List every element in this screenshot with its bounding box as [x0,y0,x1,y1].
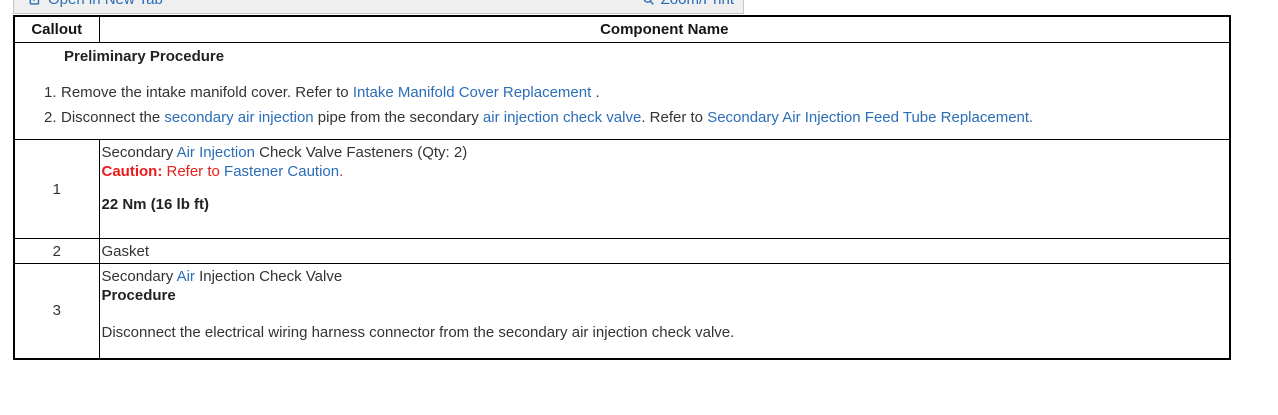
step-number: 2. [44,109,57,126]
torque-spec: 22 Nm (16 lb ft) [102,195,1227,214]
preliminary-procedure-row: Preliminary Procedure 1. Remove the inta… [13,42,1231,140]
inline-link[interactable]: air injection check valve [482,109,642,126]
open-in-new-tab-button[interactable]: Open in New Tab [28,0,163,8]
component-name-column-header: Component Name [98,15,1231,43]
component-title: Secondary Air Injection Check Valve Fast… [102,143,1227,162]
text-segment: . Refer to [641,109,708,126]
open-in-new-tab-label: Open in New Tab [48,0,163,8]
component-title: Secondary Air Injection Check Valve [102,267,1227,286]
inline-link[interactable]: secondary air injection [164,109,314,126]
callout-number: 3 [13,263,100,359]
text-segment: Refer to [162,163,225,180]
component-cell: Gasket [98,238,1231,264]
preliminary-procedure-title: Preliminary Procedure [64,48,225,65]
inline-link[interactable]: Intake Manifold Cover Replacement [352,84,592,101]
step-text: Remove the intake manifold cover. Refer … [61,83,1226,102]
zoom-print-button[interactable]: Zoom/Print [642,0,734,8]
callout-column-header: Callout [13,15,100,43]
table-header-row: Callout Component Name [13,15,1231,43]
text-segment: Secondary [101,268,177,285]
list-item: 1. Remove the intake manifold cover. Ref… [44,83,1226,102]
text-segment: Procedure [101,287,176,304]
inline-link[interactable]: Air [176,268,195,285]
inline-link[interactable]: Fastener Caution [224,163,340,180]
text-segment: Remove the intake manifold cover. Refer … [61,84,353,101]
text-segment: Check Valve Fasteners (Qty: 2) [254,144,468,161]
text-segment: pipe from the secondary [313,109,483,126]
preliminary-steps-list: 1. Remove the intake manifold cover. Ref… [15,83,1226,127]
callout-table: Callout Component Name Preliminary Proce… [13,15,1231,360]
table-row: 3 Secondary Air Injection Check Valve Pr… [13,263,1231,359]
preliminary-procedure-cell: Preliminary Procedure 1. Remove the inta… [13,42,1231,140]
component-cell: Secondary Air Injection Check Valve Proc… [98,263,1231,359]
table-row: 1 Secondary Air Injection Check Valve Fa… [13,139,1231,239]
component-title: Gasket [102,242,1227,261]
step-text: Disconnect the secondary air injection p… [61,108,1226,127]
step-number: 1. [44,84,57,101]
procedure-text: Disconnect the electrical wiring harness… [102,323,1227,342]
text-segment: Disconnect the electrical wiring harness… [101,324,735,341]
text-segment: . [339,163,344,180]
zoom-print-label: Zoom/Print [661,0,734,8]
list-item: 2. Disconnect the secondary air injectio… [44,108,1226,127]
callout-number: 2 [13,238,100,264]
text-segment: . [591,84,600,101]
figure-toolbar: Open in New Tab Zoom/Print [13,0,744,14]
component-cell: Secondary Air Injection Check Valve Fast… [98,139,1231,239]
text-segment: Gasket [101,243,150,260]
text-segment: Secondary [101,144,177,161]
table-row: 2 Gasket [13,238,1231,264]
text-segment: Disconnect the [61,109,165,126]
procedure-heading: Procedure [102,286,1227,305]
inline-link[interactable]: Secondary Air Injection Feed Tube Replac… [707,109,1034,126]
caution-note: Caution: Refer to Fastener Caution. [102,162,1227,181]
inline-link[interactable]: Air Injection [176,144,255,161]
callout-number: 1 [13,139,100,239]
text-segment: Caution: [101,163,163,180]
text-segment: Injection Check Valve [194,268,343,285]
text-segment: 22 Nm (16 lb ft) [101,196,210,213]
external-link-icon [28,0,42,6]
magnifier-icon [642,0,655,6]
